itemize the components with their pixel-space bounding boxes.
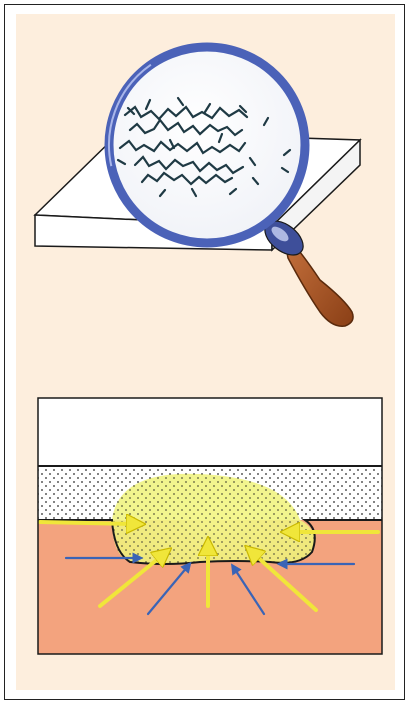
magnifier-handle: [259, 214, 353, 326]
cross-section-sky: [38, 398, 382, 466]
yellow-arrow-left: [40, 522, 136, 524]
magnifier-illustration: [35, 19, 360, 326]
cross-section-illustration: [38, 398, 382, 654]
